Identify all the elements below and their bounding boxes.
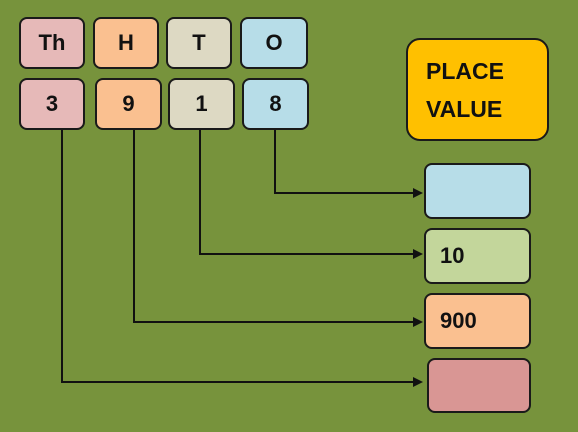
hundreds-arrow <box>133 129 423 327</box>
thousands-arrow <box>61 129 423 387</box>
header-hundreds: H <box>93 17 159 69</box>
digit-tens: 1 <box>168 78 235 130</box>
title-line-1: PLACE <box>426 57 504 84</box>
result-thousands <box>427 358 531 413</box>
tens-arrow <box>199 129 423 259</box>
result-hundreds: 900 <box>424 293 531 349</box>
digit-hundreds: 9 <box>95 78 162 130</box>
header-ones: O <box>240 17 308 69</box>
result-tens: 10 <box>424 228 531 284</box>
result-ones <box>424 163 531 219</box>
header-thousands: Th <box>19 17 85 69</box>
header-tens: T <box>166 17 232 69</box>
ones-arrow <box>274 129 423 198</box>
digit-ones: 8 <box>242 78 309 130</box>
place-value-title: PLACE VALUE <box>406 38 549 141</box>
title-line-2: VALUE <box>426 95 503 122</box>
digit-thousands: 3 <box>19 78 85 130</box>
